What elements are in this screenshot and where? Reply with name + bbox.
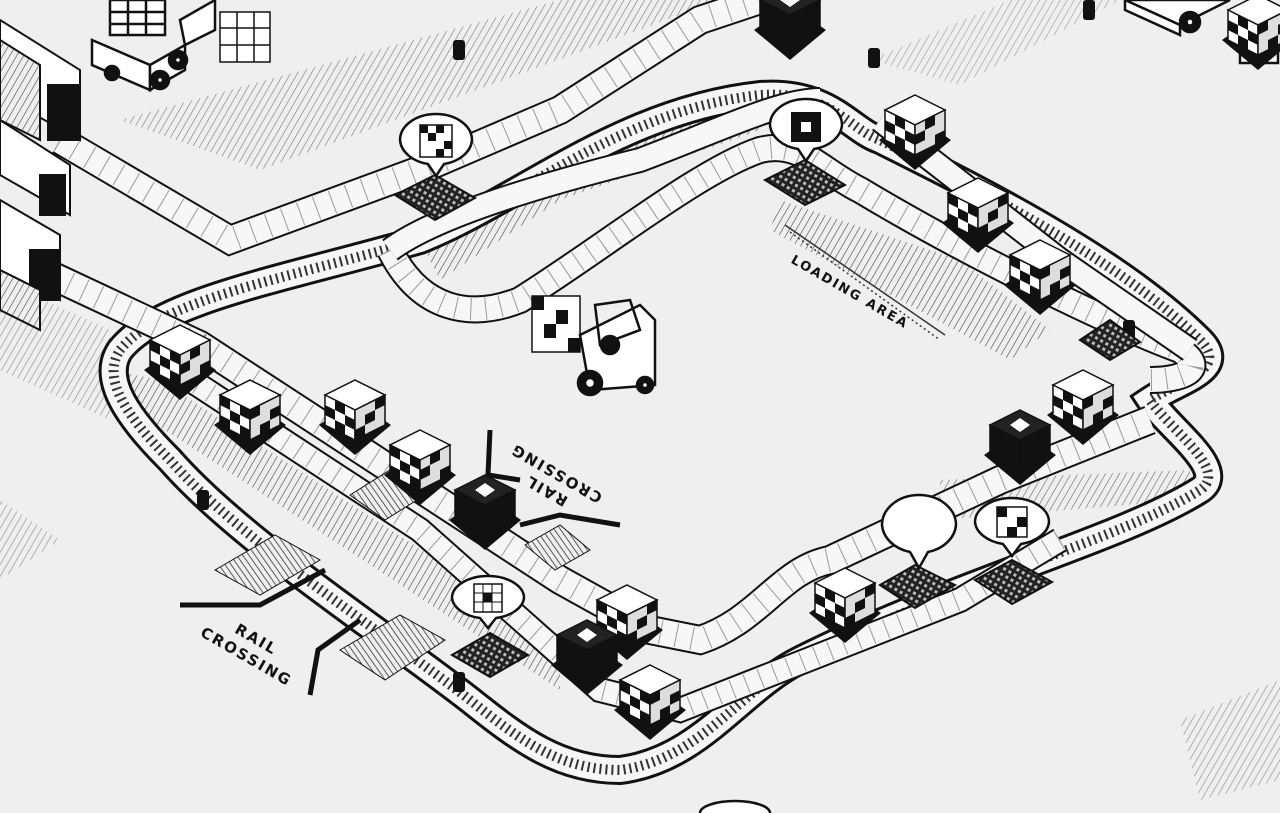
pallet-cube-12	[879, 94, 951, 170]
loading-area-marks	[784, 224, 946, 341]
pallet-cube-5	[591, 584, 663, 660]
pallet-cube-8	[809, 567, 881, 643]
pallet-cube-13	[1004, 239, 1076, 315]
rail-crossing-lines	[180, 429, 621, 696]
pallet-cube-15	[144, 324, 216, 400]
pallet-cube-14	[754, 0, 826, 60]
pallet-cube-4	[449, 474, 521, 550]
marker-top-left-pattern	[398, 112, 474, 179]
truck-top-left	[90, 0, 217, 93]
forklift[interactable]	[531, 295, 657, 397]
marker-right-empty	[880, 493, 958, 571]
pallet-cube-7	[614, 664, 686, 740]
station-markers[interactable]	[398, 97, 1051, 631]
buildings	[0, 18, 81, 332]
pallet-cube-11	[942, 177, 1014, 253]
pallet-cube-9	[984, 409, 1056, 485]
pallet-cube-2	[319, 379, 391, 455]
marker-left-pattern	[450, 574, 526, 631]
outer-rail	[98, 79, 1225, 786]
pallet-cube-6	[551, 619, 623, 695]
marker-top-center-square	[768, 97, 844, 164]
station-pads	[392, 158, 1142, 679]
pallet-cubes	[144, 0, 1280, 740]
pallet-cube-16	[1222, 0, 1280, 70]
pallet-cube-10	[1047, 369, 1119, 445]
bollards	[197, 0, 1135, 692]
pallet-cube-1	[214, 379, 286, 455]
crate-top-left	[219, 11, 271, 63]
marker-right-pattern	[973, 496, 1051, 559]
pallet-cube-3	[384, 429, 456, 505]
offscreen-marker-edge	[698, 799, 772, 813]
